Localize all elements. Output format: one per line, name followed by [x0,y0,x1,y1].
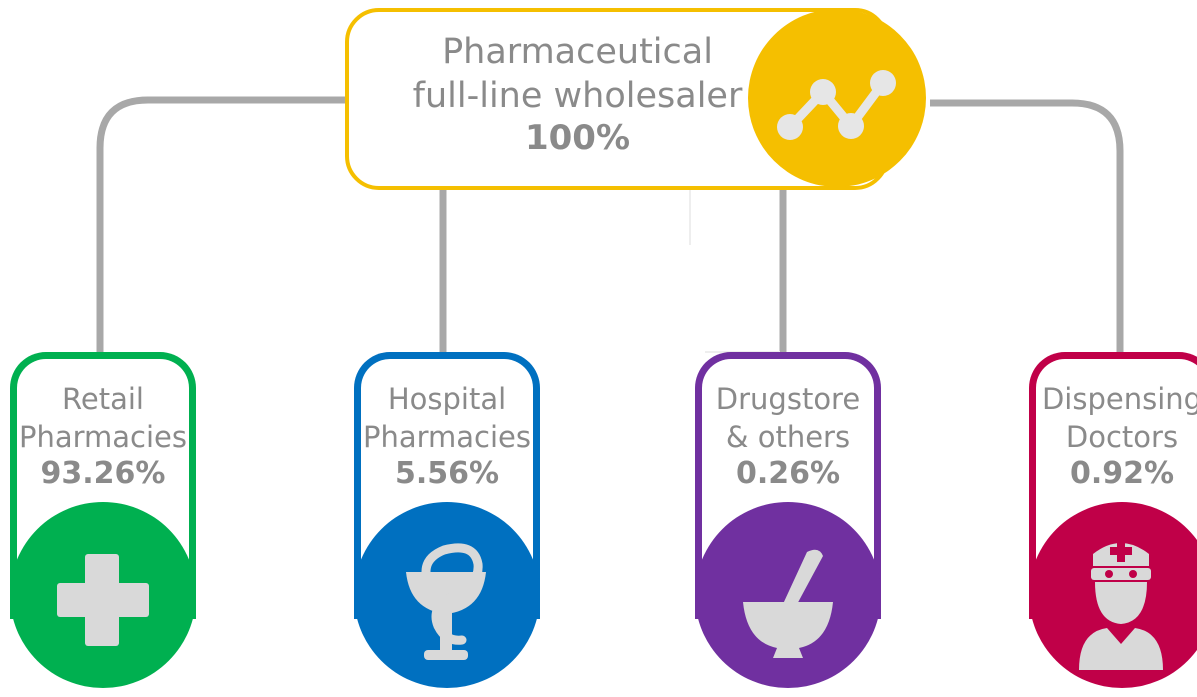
drugstore-percent: 0.26% [735,456,841,491]
retail-label-line1: Retail [62,382,144,416]
connector-doctors [930,99,1124,360]
retail-icon-circle [10,502,196,688]
retail-label-line2: Pharmacies [18,420,188,454]
retail-percent: 93.26% [40,456,166,491]
bowl-of-hygieia-icon [406,543,486,660]
hospital-label-line1: Hospital [387,382,507,416]
doctor-icon [1079,540,1163,670]
retail-pharmacies-node: Retail Pharmacies 93.26% [10,352,196,688]
drugstore-node: Drugstore & others 0.26% [695,352,881,688]
hospital-label-line2: Pharmacies [362,420,532,454]
plus-cross-icon [57,554,149,646]
connector-retail [96,96,348,360]
line-chart-icon [777,70,896,140]
mortar-pestle-icon [743,549,833,658]
hospital-pharmacies-node: Hospital Pharmacies 5.56% [354,352,540,688]
doctors-icon-circle [1029,502,1197,688]
drugstore-label-line2: & others [725,420,851,454]
drugstore-icon-circle [695,502,881,688]
wholesaler-icon-circle [748,9,926,187]
hospital-percent: 5.56% [394,456,500,491]
drugstore-label-line1: Drugstore [715,382,861,416]
wholesaler-label-line1: Pharmaceutical [442,32,713,72]
wholesaler-label-line2: full-line wholesaler [412,76,743,116]
dispensing-doctors-node: Dispensing Doctors 0.92% [1029,352,1197,688]
doctors-label-line2: Doctors [1065,420,1179,454]
hospital-icon-circle [354,502,540,688]
wholesaler-percent: 100% [524,118,631,158]
wholesaler-node: Pharmaceutical full-line wholesaler 100% [345,8,926,190]
doctors-label-line1: Dispensing [1041,382,1197,416]
doctors-percent: 0.92% [1069,456,1175,491]
